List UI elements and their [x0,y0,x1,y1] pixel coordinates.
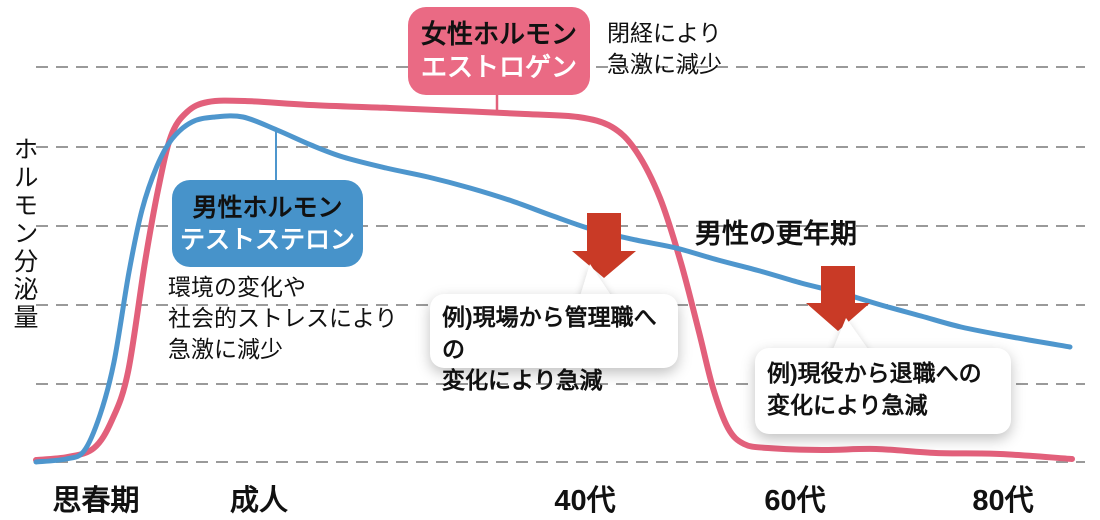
female-hormone-curve [33,97,1075,463]
female-hormone-title: 女性ホルモン [420,18,577,49]
male-hormone-label-box: 男性ホルモン テストステロン [172,180,363,267]
testosterone-label: テストステロン [179,225,355,254]
x-axis-label-sixties: 60代 [764,485,826,517]
x-axis-label-puberty: 思春期 [52,485,140,517]
female-hormone-label-box: 女性ホルモン エストロゲン [408,7,590,95]
y-axis-label: ホルモン分泌量 [10,136,38,332]
x-axis-label-forties: 40代 [554,485,616,517]
down-arrow-icon [572,213,636,278]
male-menopause-label: 男性の更年期 [695,219,857,249]
estrogen-label: エストロゲン [420,52,577,82]
x-axis-label-eighties: 80代 [972,485,1034,517]
callout-right-tail [832,318,870,352]
down-arrow-icon [806,266,870,331]
stress-note: 環境の変化や 社会的ストレスにより 急激に減少 [168,274,398,362]
callout-management-change: 例)現場から管理職への 変化により急減 [430,294,678,393]
callout-retirement-change: 例)現役から退職への 変化により急減 [755,348,1011,434]
x-axis-label-adult: 成人 [229,485,288,517]
callout-mid-tail [578,264,616,303]
male-hormone-title: 男性ホルモン [192,193,343,222]
menopause-note: 閉経により 急激に減少 [607,20,722,77]
